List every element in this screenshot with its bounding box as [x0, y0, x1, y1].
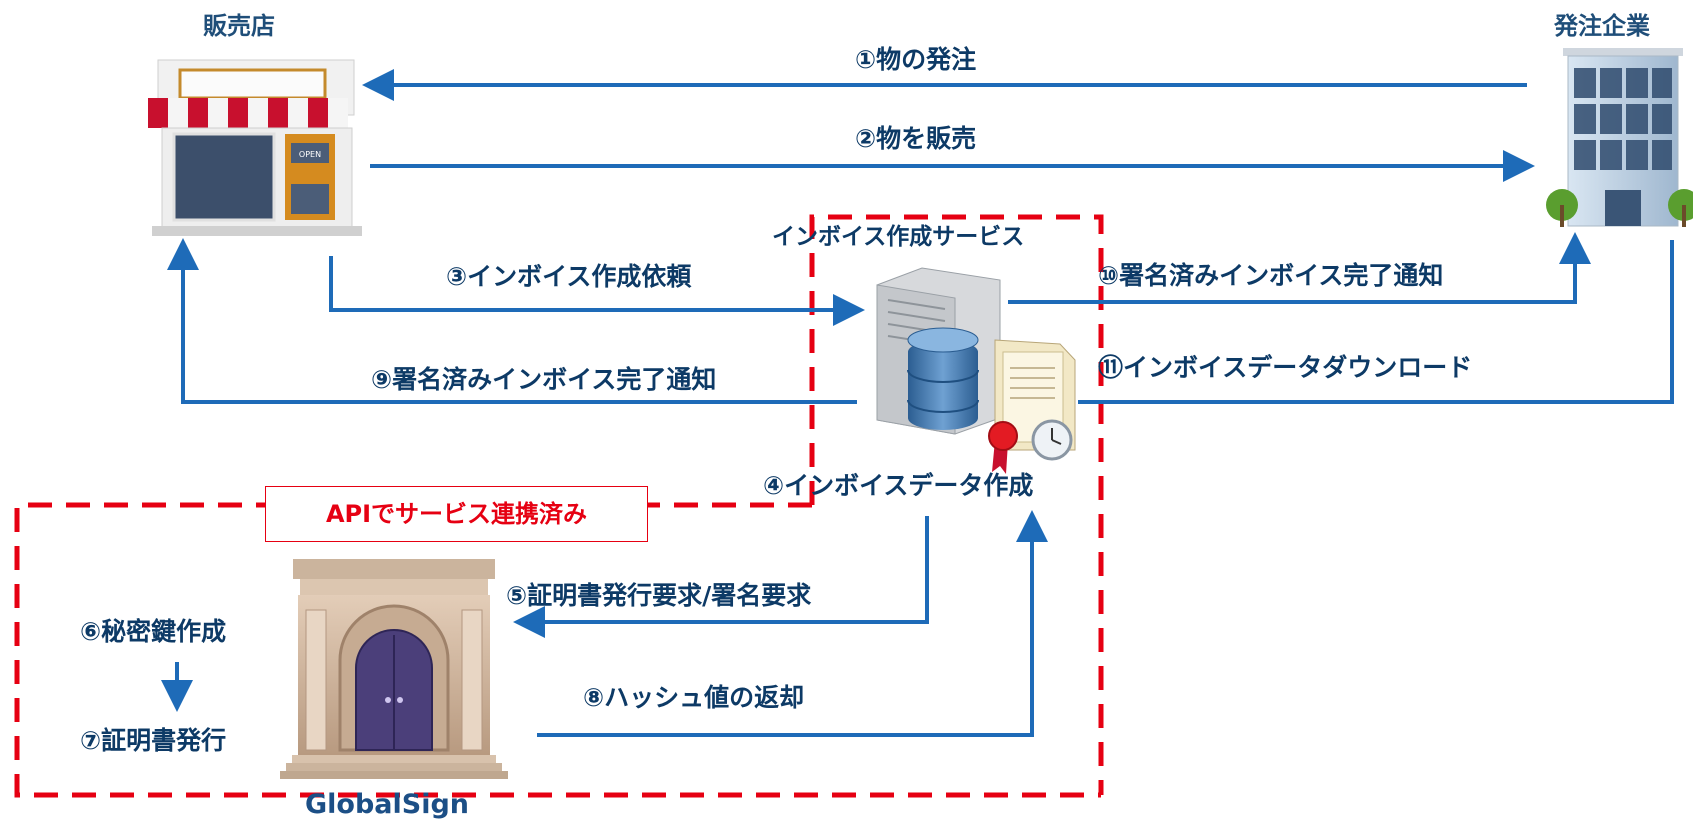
- service-label: インボイス作成サービス: [772, 224, 1025, 250]
- arrow-step3: [329, 256, 865, 326]
- arrow-step8: [537, 510, 1048, 737]
- flow-arrows: [161, 69, 1674, 737]
- shop-label: 販売店: [203, 12, 275, 40]
- step6-label: ⑥秘密鍵作成: [80, 617, 227, 646]
- step10-label: ⑩署名済みインボイス完了通知: [1098, 261, 1444, 290]
- step7-label: ⑦証明書発行: [80, 726, 227, 755]
- arrow-step5: [513, 516, 929, 638]
- step9-label: ⑨署名済みインボイス完了通知: [371, 365, 717, 394]
- api-badge-text: APIでサービス連携済み: [325, 500, 588, 528]
- globalsign-label: GlobalSign: [305, 789, 470, 820]
- api-integration-badge: APIでサービス連携済み: [265, 486, 648, 542]
- step11-label: ⑪インボイスデータダウンロード: [1098, 353, 1473, 382]
- step1-label: ①物の発注: [855, 45, 977, 74]
- server-database-certificate-icon: [876, 267, 1076, 474]
- step3-label: ③インボイス作成依頼: [446, 262, 692, 291]
- arrow-step9: [167, 238, 857, 404]
- storefront-icon: OPEN: [148, 59, 362, 236]
- arrow-step11: [1078, 240, 1674, 404]
- step8-label: ⑧ハッシュ値の返却: [583, 683, 805, 712]
- step4-label: ④インボイスデータ作成: [763, 471, 1034, 500]
- arrow-step10: [1008, 232, 1591, 304]
- step2-label: ②物を販売: [855, 124, 977, 153]
- office-building-icon: [1546, 48, 1693, 227]
- shop-sign-text: OPEN: [299, 150, 321, 159]
- bank-building-icon: [280, 559, 508, 779]
- step5-label: ⑤証明書発行要求/署名要求: [506, 581, 812, 610]
- company-label: 発注企業: [1554, 12, 1650, 40]
